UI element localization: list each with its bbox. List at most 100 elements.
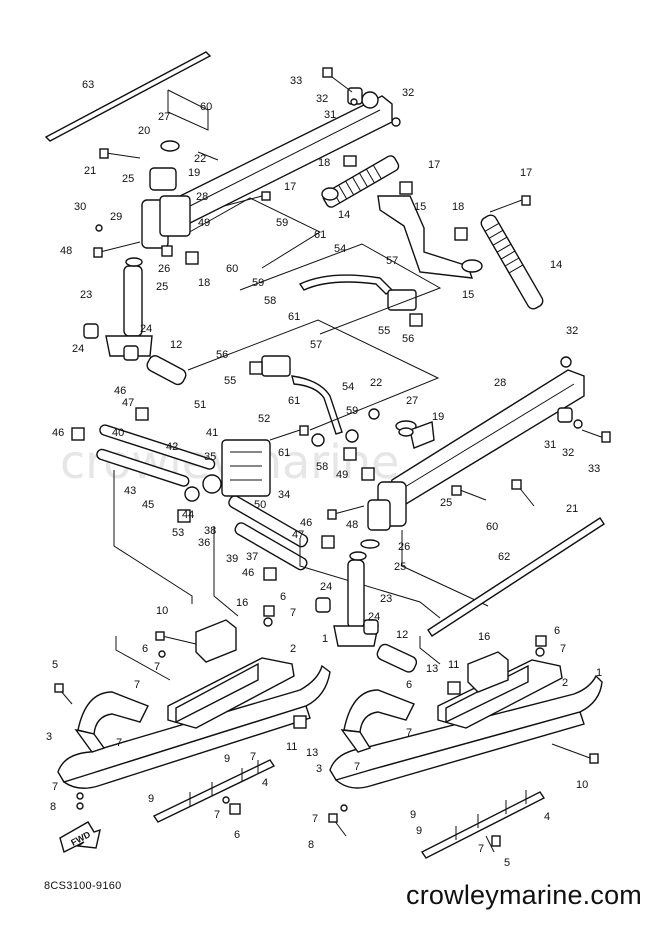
callout-51: 51 [194, 399, 206, 411]
callout-20: 20 [138, 125, 150, 137]
callout-55: 55 [224, 375, 236, 387]
callout-24: 24 [72, 343, 84, 355]
fwd-arrow: FWD [59, 821, 101, 854]
callout-39: 39 [226, 553, 238, 565]
callout-48: 48 [346, 519, 358, 531]
callout-2: 2 [290, 643, 296, 655]
callout-7: 7 [134, 679, 140, 691]
callout-9: 9 [410, 809, 416, 821]
callout-13: 13 [426, 663, 438, 675]
callout-25: 25 [156, 281, 168, 293]
callout-57: 57 [386, 255, 398, 267]
left-ski [54, 605, 331, 823]
callout-13: 13 [306, 747, 318, 759]
callout-7: 7 [354, 761, 360, 773]
callout-56: 56 [216, 349, 228, 361]
callout-9: 9 [148, 793, 154, 805]
callout-1: 1 [596, 667, 602, 679]
callout-61: 61 [278, 447, 290, 459]
callout-42: 42 [166, 441, 178, 453]
callout-55: 55 [378, 325, 390, 337]
callout-47: 47 [122, 397, 134, 409]
callout-3: 3 [46, 731, 52, 743]
callout-25: 25 [122, 173, 134, 185]
callout-7: 7 [290, 607, 296, 619]
callout-31: 31 [324, 109, 336, 121]
callout-50: 50 [254, 499, 266, 511]
callout-46: 46 [52, 427, 64, 439]
callout-7: 7 [478, 843, 484, 855]
callout-10: 10 [576, 779, 588, 791]
callout-6: 6 [142, 643, 148, 655]
callout-7: 7 [250, 751, 256, 763]
callout-6: 6 [280, 591, 286, 603]
callout-2: 2 [562, 677, 568, 689]
callout-16: 16 [478, 631, 490, 643]
callout-33: 33 [588, 463, 600, 475]
callout-61: 61 [288, 395, 300, 407]
callout-28: 28 [196, 191, 208, 203]
callout-52: 52 [258, 413, 270, 425]
callout-7: 7 [560, 643, 566, 655]
upper-right-assembly [239, 67, 544, 335]
callout-23: 23 [80, 289, 92, 301]
callout-32: 32 [316, 93, 328, 105]
callout-60: 60 [486, 521, 498, 533]
part-60-arm [173, 95, 393, 227]
callout-44: 44 [182, 509, 194, 521]
callout-61: 61 [314, 229, 326, 241]
callout-29: 29 [110, 211, 122, 223]
callout-46: 46 [114, 385, 126, 397]
callout-34: 34 [278, 489, 290, 501]
callout-1: 1 [322, 633, 328, 645]
callout-17: 17 [428, 159, 440, 171]
callout-26: 26 [398, 541, 410, 553]
callout-22: 22 [194, 153, 206, 165]
callout-32: 32 [566, 325, 578, 337]
site-name: crowleymarine.com [406, 880, 642, 910]
callout-56: 56 [402, 333, 414, 345]
callout-22: 22 [370, 377, 382, 389]
callout-45: 45 [142, 499, 154, 511]
callout-7: 7 [312, 813, 318, 825]
callout-31: 31 [544, 439, 556, 451]
callout-11: 11 [286, 741, 297, 753]
callout-14: 14 [550, 259, 562, 271]
callout-43: 43 [124, 485, 136, 497]
callout-21: 21 [566, 503, 578, 515]
callout-26: 26 [158, 263, 170, 275]
callout-15: 15 [462, 289, 474, 301]
callout-12: 12 [170, 339, 182, 351]
callout-59: 59 [346, 405, 358, 417]
callout-27: 27 [158, 111, 170, 123]
callout-36: 36 [198, 537, 210, 549]
callout-28: 28 [494, 377, 506, 389]
callout-5: 5 [52, 659, 58, 671]
callout-59: 59 [252, 277, 264, 289]
callout-6: 6 [406, 679, 412, 691]
callout-14: 14 [338, 209, 350, 221]
callout-30: 30 [74, 201, 86, 213]
callout-8: 8 [50, 801, 56, 813]
callout-3: 3 [316, 763, 322, 775]
callout-32: 32 [562, 447, 574, 459]
callout-7: 7 [214, 809, 220, 821]
document-code: 8CS3100-9160 [44, 880, 122, 892]
callout-17: 17 [284, 181, 296, 193]
callout-48: 48 [60, 245, 72, 257]
callout-8: 8 [308, 839, 314, 851]
callout-18: 18 [198, 277, 210, 289]
callout-19: 19 [432, 411, 444, 423]
callout-12: 12 [396, 629, 408, 641]
callout-19: 19 [188, 167, 200, 179]
callout-33: 33 [290, 75, 302, 87]
callout-23: 23 [380, 593, 392, 605]
callout-61: 61 [288, 311, 300, 323]
callout-58: 58 [316, 461, 328, 473]
callout-6: 6 [234, 829, 240, 841]
callout-18: 18 [452, 201, 464, 213]
callout-7: 7 [406, 727, 412, 739]
callout-60: 60 [200, 101, 212, 113]
